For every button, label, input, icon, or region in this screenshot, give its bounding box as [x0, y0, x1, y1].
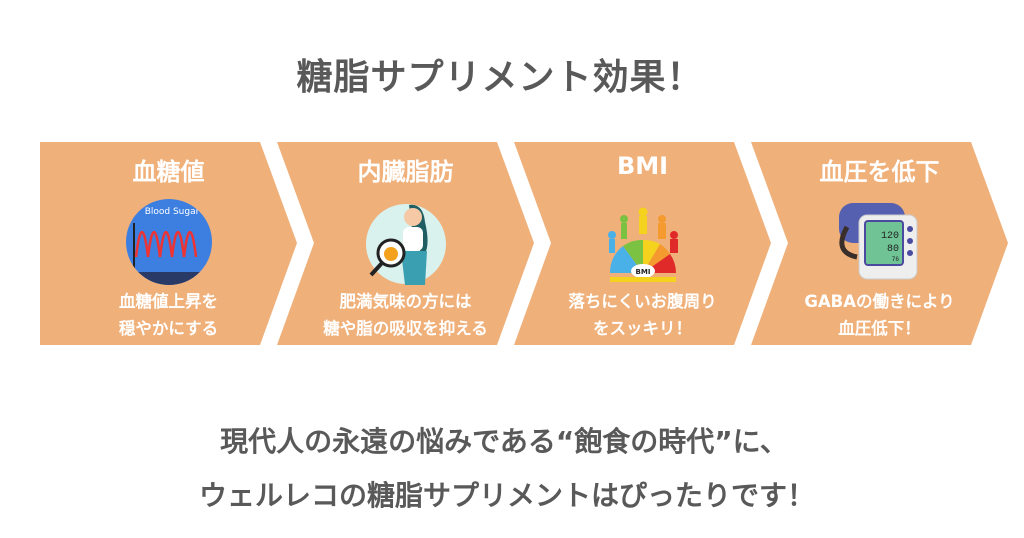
card-description: GABAの働きにより血圧低下！ [751, 288, 1008, 342]
blood-pressure-monitor-icon: 120 80 76 [838, 203, 917, 280]
card-description: 落ちにくいお腹周りをスッキリ！ [514, 288, 771, 342]
desc-line: 落ちにくいお腹周り [568, 292, 717, 311]
card-heading: 血圧を低下 [819, 158, 940, 186]
svg-text:BMI: BMI [635, 268, 650, 276]
desc-line: GABAの働きにより [804, 292, 955, 311]
desc-line: 穏やかにする [118, 319, 219, 338]
bottom-text-line-1: 現代人の永遠の悩みである“飽食の時代”に、 [220, 425, 788, 458]
woman-magnifier-fat-icon [365, 204, 446, 285]
svg-text:80: 80 [886, 244, 898, 255]
svg-text:120: 120 [880, 231, 898, 242]
desc-line: 血糖値上昇を [119, 292, 218, 311]
card-visceral-fat: 内臓脂肪 肥満気味の方には糖や脂の吸収を抑える [277, 142, 534, 345]
desc-line: 血圧低下！ [838, 319, 921, 338]
bmi-gauge-icon: BMI [607, 207, 678, 282]
svg-text:Blood Sugar: Blood Sugar [144, 207, 199, 217]
desc-line: 肥満気味の方には [339, 292, 472, 311]
card-heading: 内臓脂肪 [357, 158, 454, 186]
card-blood-pressure: 血圧を低下 120 80 76 GABAの働きにより血圧低下！ [751, 142, 1008, 345]
card-heading: 血糖値 [132, 158, 205, 186]
card-bmi: BMI BMI 落ちにくいお腹周りをスッキリ！ [514, 142, 771, 345]
card-heading: BMI [616, 152, 669, 180]
page-title: 糖脂サプリメント効果！ [296, 57, 704, 98]
desc-line: をスッキリ！ [593, 319, 692, 338]
blood-sugar-chart-icon: Blood Sugar [125, 199, 212, 285]
card-description: 肥満気味の方には糖や脂の吸収を抑える [277, 288, 534, 342]
desc-line: 糖や脂の吸収を抑える [323, 319, 488, 338]
svg-text:76: 76 [891, 256, 899, 263]
bottom-text-line-2: ウェルレコの糖脂サプリメントはぴったりです！ [198, 479, 815, 512]
card-blood-sugar: 血糖値 Blood Sugar 血糖値上昇を穏やかにする [40, 142, 297, 345]
card-description: 血糖値上昇を穏やかにする [40, 288, 297, 342]
